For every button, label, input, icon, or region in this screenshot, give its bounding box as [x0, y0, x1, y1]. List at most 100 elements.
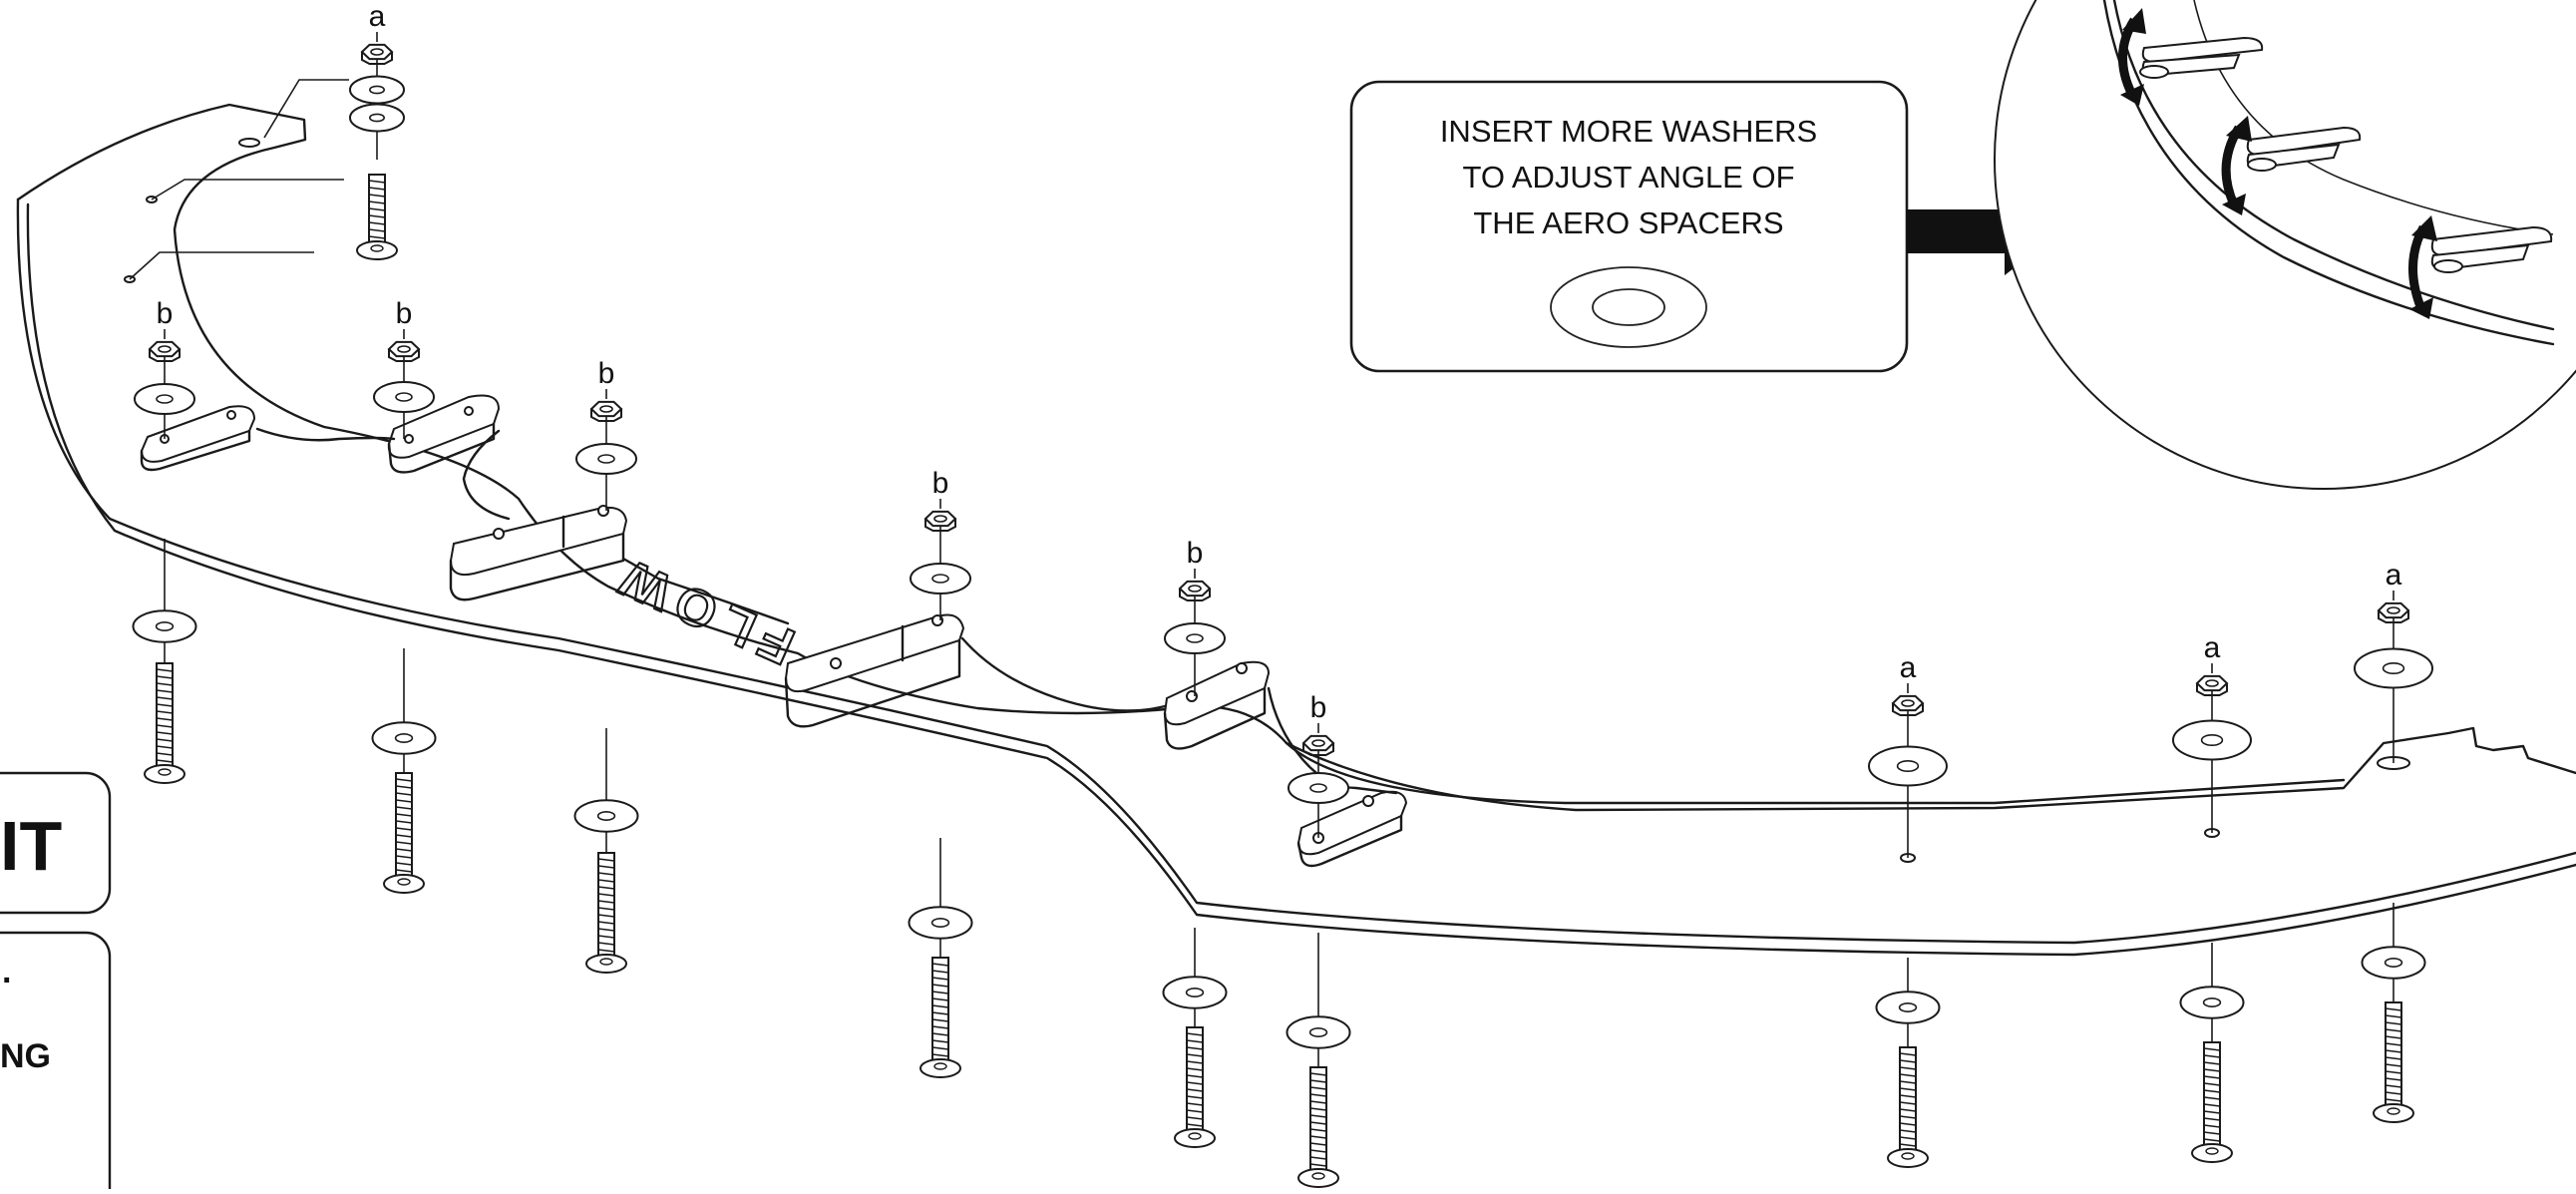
bolt-icon	[931, 957, 949, 1063]
spacer-connector	[462, 429, 511, 521]
washer-hole	[155, 620, 175, 631]
bolt-thread	[2203, 1075, 2221, 1079]
bolt-thread	[931, 1018, 949, 1022]
bolt-socket	[933, 1062, 947, 1070]
bolt-thread	[931, 1032, 949, 1036]
bolt-thread	[2203, 1089, 2221, 1093]
bolt-thread	[156, 668, 174, 672]
washer-hole	[597, 454, 615, 464]
part-label: b	[1187, 537, 1204, 570]
hex-nut-side	[590, 409, 622, 422]
bolt-icon	[1309, 1066, 1327, 1173]
bolt-thread	[1309, 1079, 1327, 1083]
bolt-thread	[156, 696, 174, 700]
bolt-thread	[1309, 1163, 1327, 1167]
bolt-thread	[2203, 1124, 2221, 1128]
bolt-thread	[156, 759, 174, 763]
bolt-thread	[597, 949, 615, 953]
bolt-thread	[1899, 1087, 1917, 1091]
washer-hole	[2202, 996, 2222, 1007]
bolt-thread	[395, 862, 413, 866]
bolt-socket	[158, 768, 172, 776]
bolt-thread	[1186, 1109, 1204, 1113]
bolt-socket	[1901, 1152, 1915, 1160]
bolt-thread	[1899, 1143, 1917, 1147]
hex-nut-side	[1179, 589, 1211, 601]
bolt-thread	[931, 1004, 949, 1008]
bolt-thread	[1899, 1052, 1917, 1056]
bolt-thread	[156, 675, 174, 679]
bolt-thread	[368, 228, 386, 232]
hex-nut-hole	[1901, 699, 1915, 707]
bolt-icon	[156, 662, 174, 769]
bolt-icon	[1186, 1026, 1204, 1133]
bolt-icon	[2203, 1041, 2221, 1148]
bolt-thread	[931, 984, 949, 988]
hex-nut-side	[924, 519, 956, 532]
bolt-thread	[1309, 1100, 1327, 1104]
bolt-thread	[2203, 1096, 2221, 1100]
bolt-thread	[2203, 1068, 2221, 1072]
bolt-thread	[1899, 1129, 1917, 1133]
part-label: a	[2386, 559, 2402, 592]
part-label: b	[932, 467, 949, 500]
bolt-thread	[1309, 1086, 1327, 1090]
bolt-thread	[2385, 1063, 2402, 1067]
bolt-thread	[156, 738, 174, 742]
washer-hole	[1896, 759, 1920, 772]
bolt-thread	[1186, 1060, 1204, 1064]
part-label: b	[396, 297, 413, 330]
bolt-thread	[1309, 1128, 1327, 1132]
washer-hole	[395, 392, 413, 402]
bolt-thread	[156, 717, 174, 721]
bolt-thread	[156, 745, 174, 749]
bolt-thread	[1309, 1114, 1327, 1118]
hex-nut-hole	[1311, 739, 1325, 747]
washer-hole	[596, 810, 616, 821]
bolt-thread	[1186, 1123, 1204, 1127]
washer-hole	[1185, 987, 1205, 997]
bolt-thread	[2203, 1131, 2221, 1135]
bolt-thread	[395, 827, 413, 831]
washer-hole	[156, 394, 174, 404]
bolt-thread	[1186, 1088, 1204, 1092]
bolt-thread	[597, 872, 615, 876]
washer-hole	[1186, 633, 1204, 643]
bolt-thread	[2203, 1117, 2221, 1121]
bolt-thread	[1186, 1053, 1204, 1057]
part-label: b	[1310, 691, 1327, 724]
bolt-thread	[931, 1025, 949, 1029]
bolt-thread	[597, 921, 615, 925]
hex-nut-side	[149, 349, 181, 362]
bolt-thread	[931, 1046, 949, 1050]
bolt-thread	[368, 180, 386, 184]
hex-nut-hole	[933, 515, 947, 523]
bolt-socket	[370, 244, 384, 252]
bolt-thread	[156, 703, 174, 707]
bolt-thread	[1899, 1094, 1917, 1098]
bolt-thread	[2203, 1110, 2221, 1114]
bolt-thread	[1899, 1115, 1917, 1119]
bolt-thread	[395, 834, 413, 838]
splitter-blade	[16, 79, 2576, 957]
part-label: b	[598, 357, 615, 390]
washer-hole	[368, 113, 385, 123]
bolt-icon	[597, 852, 615, 959]
bolt-thread	[597, 879, 615, 883]
bolt-socket	[1311, 1172, 1325, 1180]
bolt-thread	[2385, 1021, 2402, 1025]
bolt-thread	[1186, 1116, 1204, 1120]
bolt-thread	[597, 928, 615, 932]
hex-nut-hole	[2387, 606, 2400, 614]
bolt-thread	[931, 970, 949, 974]
bolt-thread	[931, 997, 949, 1001]
splitter-outline-thickness	[26, 202, 2576, 957]
bolt-thread	[2385, 1014, 2402, 1018]
bolt-socket	[397, 878, 411, 886]
bolt-socket	[1188, 1132, 1202, 1140]
bolt-thread	[931, 1039, 949, 1043]
aero-spacer	[784, 613, 965, 728]
detail-spacer	[2430, 225, 2553, 273]
leader-line	[129, 251, 314, 280]
bolt-thread	[1186, 1081, 1204, 1085]
